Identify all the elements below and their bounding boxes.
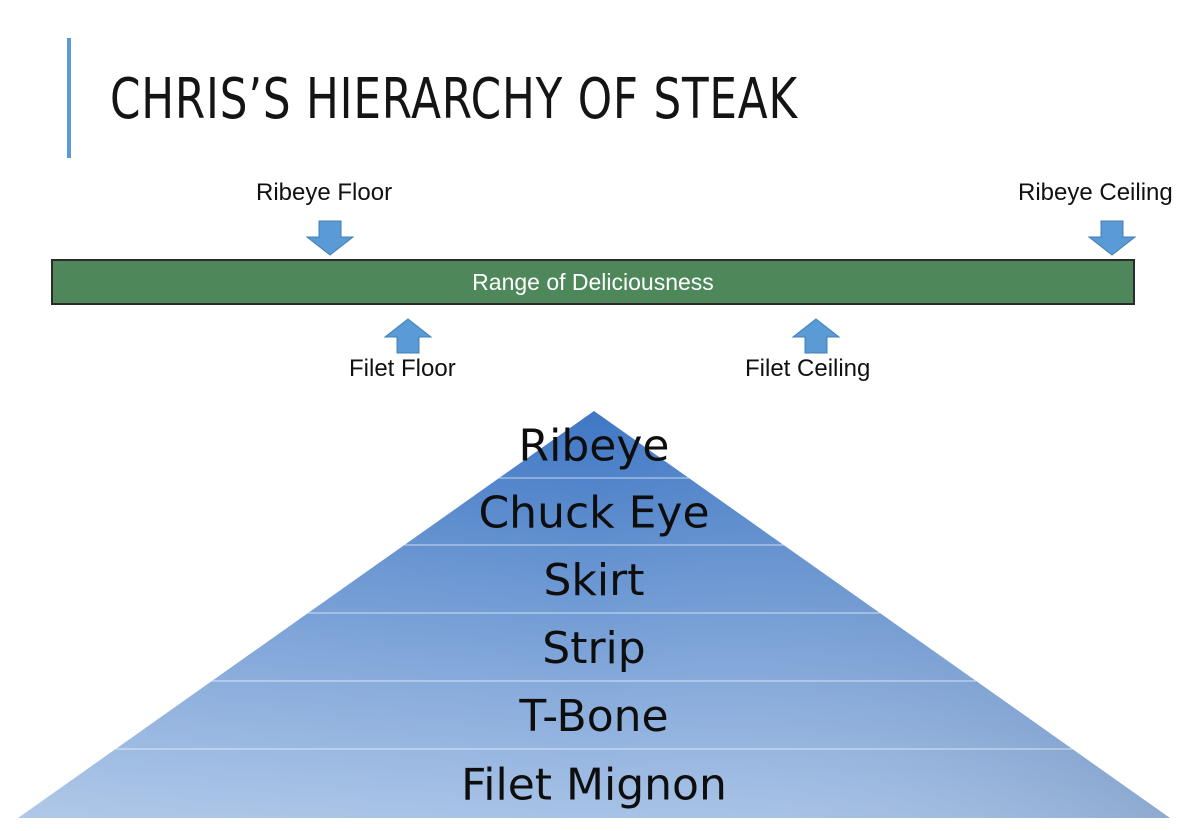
range-bar-label: Range of Deliciousness — [472, 268, 714, 295]
filet-ceiling-label: Filet Ceiling — [745, 355, 871, 382]
pyramid-tier-label: Ribeye — [519, 421, 670, 472]
page-title: CHRIS’S HIERARCHY OF STEAK — [110, 67, 798, 132]
pyramid-shading — [18, 411, 1170, 818]
ribeye-ceiling-arrow-icon — [1088, 220, 1136, 256]
ribeye-floor-arrow-icon — [306, 220, 354, 256]
pyramid-tier-label: Filet Mignon — [461, 760, 727, 811]
range-of-deliciousness-bar: Range of Deliciousness — [51, 259, 1135, 305]
filet-ceiling-arrow-icon — [792, 318, 840, 354]
pyramid-tier-label: T-Bone — [518, 691, 668, 742]
pyramid-tier-label: Chuck Eye — [478, 488, 709, 539]
filet-floor-label: Filet Floor — [349, 355, 456, 382]
title-accent-bar — [67, 38, 71, 158]
pyramid-tier-label: Strip — [542, 623, 645, 674]
filet-floor-arrow-icon — [384, 318, 432, 354]
ribeye-ceiling-label: Ribeye Ceiling — [1018, 179, 1173, 206]
ribeye-floor-label: Ribeye Floor — [256, 179, 393, 206]
pyramid-tier-label: Skirt — [544, 555, 645, 606]
